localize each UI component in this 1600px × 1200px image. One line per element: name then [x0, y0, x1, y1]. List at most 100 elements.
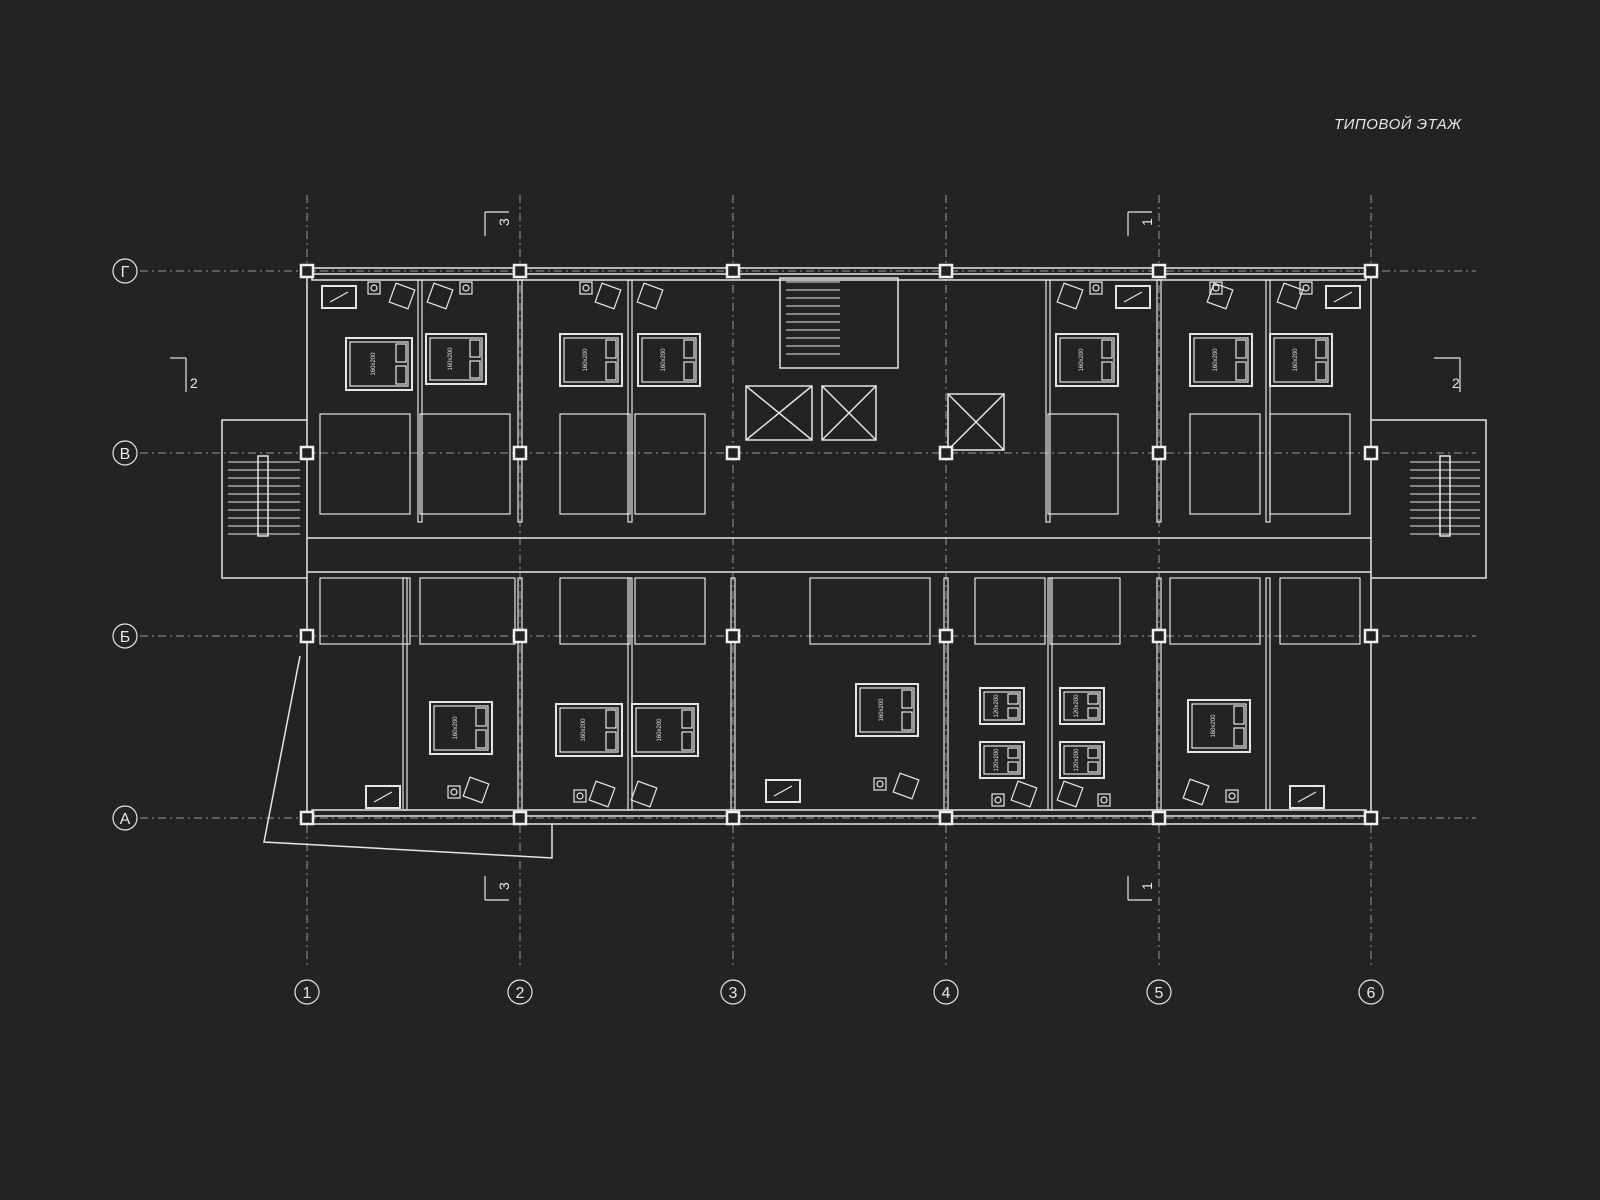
structural-column — [299, 628, 315, 644]
bed-pillow — [683, 339, 695, 359]
axis-bubble-col-5 — [1146, 979, 1172, 1005]
section-mark-label: 3 — [496, 882, 512, 890]
bathroom — [559, 577, 631, 645]
bed-pillow — [1101, 361, 1113, 381]
side-table-lamp — [462, 284, 470, 292]
armchair-seat — [388, 282, 416, 310]
bathroom — [1279, 577, 1361, 645]
armchair — [1056, 780, 1084, 808]
bed-frame — [559, 333, 623, 387]
bathroom — [559, 413, 631, 515]
axis-label-col-3: 3 — [729, 985, 738, 1002]
armchair-seat — [892, 772, 920, 800]
armchair — [1056, 282, 1084, 310]
desk-mark — [1333, 291, 1353, 303]
bed-size-label: 160x200 — [879, 698, 885, 722]
partition-wall — [517, 279, 523, 523]
desk — [321, 285, 357, 309]
side-table — [1209, 281, 1223, 295]
structural-column — [1363, 263, 1379, 279]
bed-frame — [631, 703, 699, 757]
section-mark: 3 — [484, 876, 512, 901]
bed-frame — [1269, 333, 1333, 387]
axis-label-row-Г: Г — [121, 264, 130, 281]
side-table-top — [573, 789, 587, 803]
armchair-seat — [1206, 282, 1234, 310]
side-table — [447, 785, 461, 799]
side-table-lamp — [370, 284, 378, 292]
side-table-lamp — [994, 796, 1002, 804]
structural-column — [725, 810, 741, 826]
structural-column — [299, 263, 315, 279]
partition-wall — [943, 577, 949, 811]
bed-mattress — [559, 707, 619, 753]
south-terrace — [263, 655, 553, 859]
stair-core — [779, 277, 899, 369]
desk-top — [365, 785, 401, 809]
partition-wall — [517, 577, 523, 811]
bed-frame — [345, 337, 413, 391]
bed-pillow — [1007, 707, 1019, 719]
bed: 160x200 — [631, 703, 699, 757]
armchair-seat — [426, 282, 454, 310]
side-table-top — [367, 281, 381, 295]
side-table — [1089, 281, 1103, 295]
axis-label-col-1: 1 — [303, 985, 312, 1002]
bed-pillow — [1007, 693, 1019, 705]
section-mark-label: 1 — [1139, 882, 1155, 890]
building-outline — [306, 267, 1372, 825]
armchair — [426, 282, 454, 310]
bed-frame — [1055, 333, 1119, 387]
axis-bubble-col-2 — [507, 979, 533, 1005]
bed: 160x200 — [1269, 333, 1333, 387]
side-table-top — [1097, 793, 1111, 807]
bed-pillow — [1233, 705, 1245, 725]
armchair-seat — [1276, 282, 1304, 310]
side-table — [991, 793, 1005, 807]
elevator-3 — [947, 393, 1005, 451]
side-table-lamp — [1212, 284, 1220, 292]
bathroom — [974, 577, 1046, 645]
structural-column — [1151, 810, 1167, 826]
axis-label-col-6: 6 — [1367, 985, 1376, 1002]
south-wall-inner — [311, 809, 1367, 817]
bed-pillow — [475, 729, 487, 749]
stair-treads — [228, 281, 1480, 535]
desk — [765, 779, 801, 803]
bed: 120x200 — [1059, 687, 1105, 725]
bed: 160x200 — [855, 683, 919, 737]
bed-size-label: 120x200 — [1074, 694, 1080, 718]
side-table-lamp — [1092, 284, 1100, 292]
armchair-seat — [1010, 780, 1038, 808]
structural-column — [1363, 445, 1379, 461]
structural-column — [938, 628, 954, 644]
desk-top — [1289, 785, 1325, 809]
bed-pillow — [1233, 727, 1245, 747]
structural-column — [512, 628, 528, 644]
bathroom — [319, 413, 411, 515]
axis-label-col-2: 2 — [516, 985, 525, 1002]
armchair-seat — [630, 780, 658, 808]
desk-top — [765, 779, 801, 803]
bed-pillow — [1235, 361, 1247, 381]
side-table — [573, 789, 587, 803]
desk — [1115, 285, 1151, 309]
structural-column — [1363, 628, 1379, 644]
bed-pillow — [395, 343, 407, 363]
desk — [1289, 785, 1325, 809]
axis-label-col-4: 4 — [942, 985, 951, 1002]
structural-column — [1151, 445, 1167, 461]
desk-mark — [373, 791, 393, 803]
bed-size-label: 160x200 — [1293, 348, 1299, 372]
bed-pillow — [1087, 707, 1099, 719]
section-mark: 1 — [1127, 876, 1155, 901]
east-stair — [1371, 419, 1487, 579]
bed-size-label: 160x200 — [657, 718, 663, 742]
bed-mattress — [1063, 691, 1101, 721]
side-table-lamp — [1100, 796, 1108, 804]
side-table-lamp — [1228, 792, 1236, 800]
structural-column — [1151, 263, 1167, 279]
